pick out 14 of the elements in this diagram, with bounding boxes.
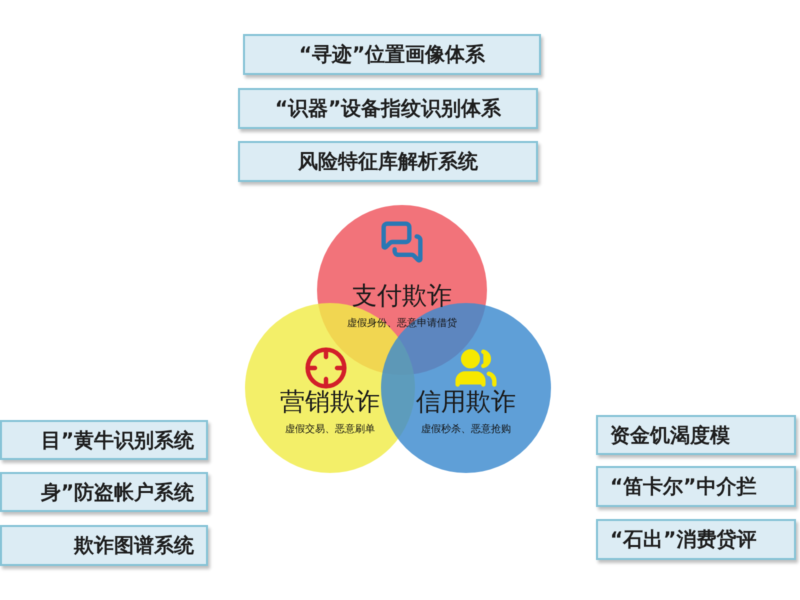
- system-box: 目”黄牛识别系统: [0, 420, 208, 460]
- category-title: 支付欺诈: [352, 280, 452, 312]
- system-box: “识器”设备指纹识别体系: [238, 88, 538, 129]
- category-title: 信用欺诈: [416, 386, 516, 418]
- system-box: “笛卡尔”中介拦: [596, 466, 796, 507]
- system-box: 欺诈图谱系统: [0, 525, 208, 566]
- category-title: 营销欺诈: [280, 386, 380, 418]
- system-box: 风险特征库解析系统: [238, 141, 538, 182]
- system-box: 身”防盗帐户系统: [0, 472, 208, 512]
- category-description: 虚假秒杀、恶意抢购: [421, 422, 511, 436]
- system-box: “石出”消费贷评: [596, 519, 796, 560]
- system-box: “寻迹”位置画像体系: [243, 34, 541, 75]
- category-description: 虚假交易、恶意刷单: [285, 422, 375, 436]
- system-box: 资金饥渴度模: [596, 415, 796, 455]
